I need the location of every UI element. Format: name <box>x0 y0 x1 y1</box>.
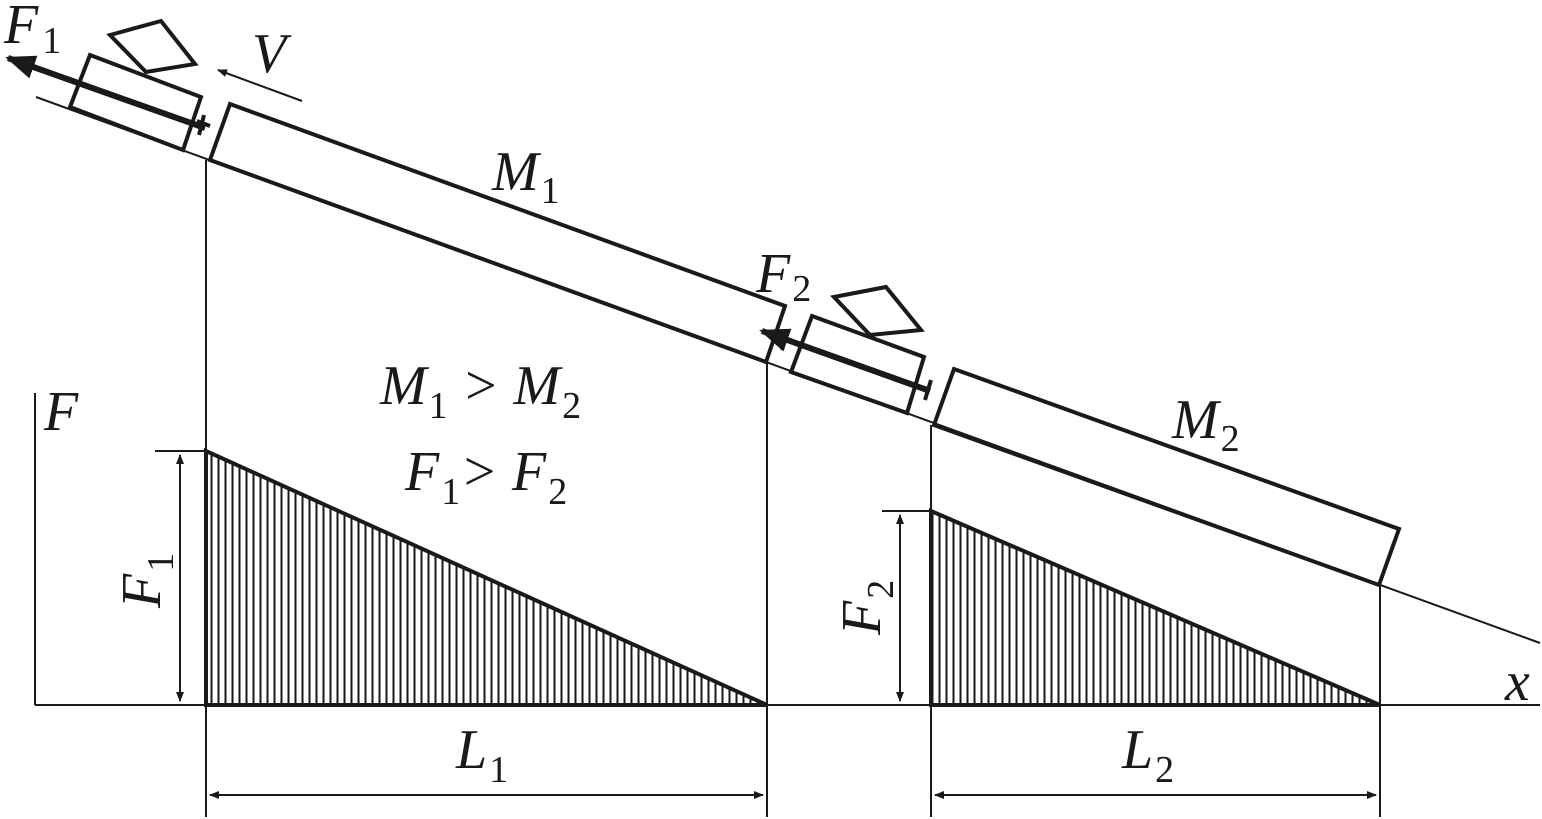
label-x-axis: x <box>1504 651 1530 713</box>
label-velocity: V <box>252 23 292 85</box>
label-m1: M1 <box>491 141 560 212</box>
coupling-2a-tick <box>780 329 790 351</box>
tug-2-cabin <box>830 284 925 338</box>
label-f2-dimension: F2 <box>831 580 902 636</box>
label-l1: L1 <box>455 719 508 791</box>
force-triangle-2 <box>929 507 1381 707</box>
force-arrow-f2 <box>759 328 932 394</box>
velocity-arrow <box>217 69 303 102</box>
label-f-axis: F <box>43 381 79 443</box>
tug-2-body <box>788 313 927 416</box>
label-f1-dimension: F1 <box>111 553 182 609</box>
label-l2: L2 <box>1121 719 1174 791</box>
label-f2-top: F2 <box>755 243 811 310</box>
label-m2: M2 <box>1171 389 1240 460</box>
coupling-1-tick <box>197 114 206 136</box>
tug-1-body <box>67 52 204 153</box>
relation-force: F1> F2 <box>404 441 567 513</box>
force-arrow-f1 <box>5 55 207 131</box>
force-triangle-1 <box>204 447 768 707</box>
relation-mass: M1 > M2 <box>379 355 581 427</box>
coupling-2b-tick <box>923 379 933 401</box>
tug-1-cabin <box>106 18 199 75</box>
